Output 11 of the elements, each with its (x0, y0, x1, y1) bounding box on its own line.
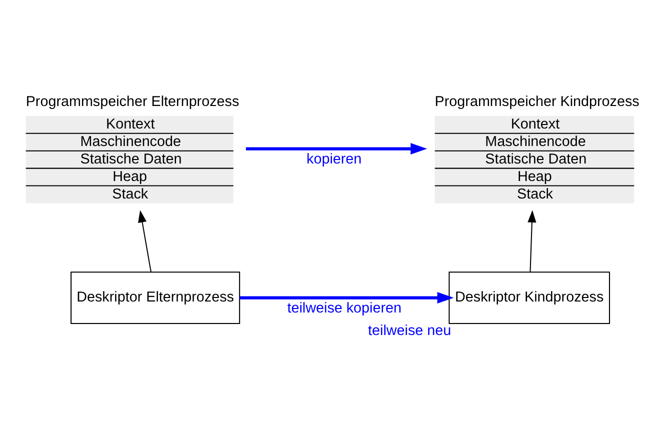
arrow (138, 210, 151, 272)
edge-label: teilweise kopieren (286, 300, 402, 316)
node-label: teilweise neu (368, 322, 451, 339)
edge-label: kopieren (306, 151, 362, 168)
node-label: Programmspeicher Kindprozess (434, 94, 639, 110)
node-box: Deskriptor Elternprozess (70, 272, 240, 324)
node-label: Programmspeicher Elternprozess (25, 94, 239, 110)
node-box: Deskriptor Kindprozess (448, 272, 610, 324)
arrow (245, 143, 427, 155)
arrow (239, 292, 454, 304)
arrow (527, 210, 536, 272)
